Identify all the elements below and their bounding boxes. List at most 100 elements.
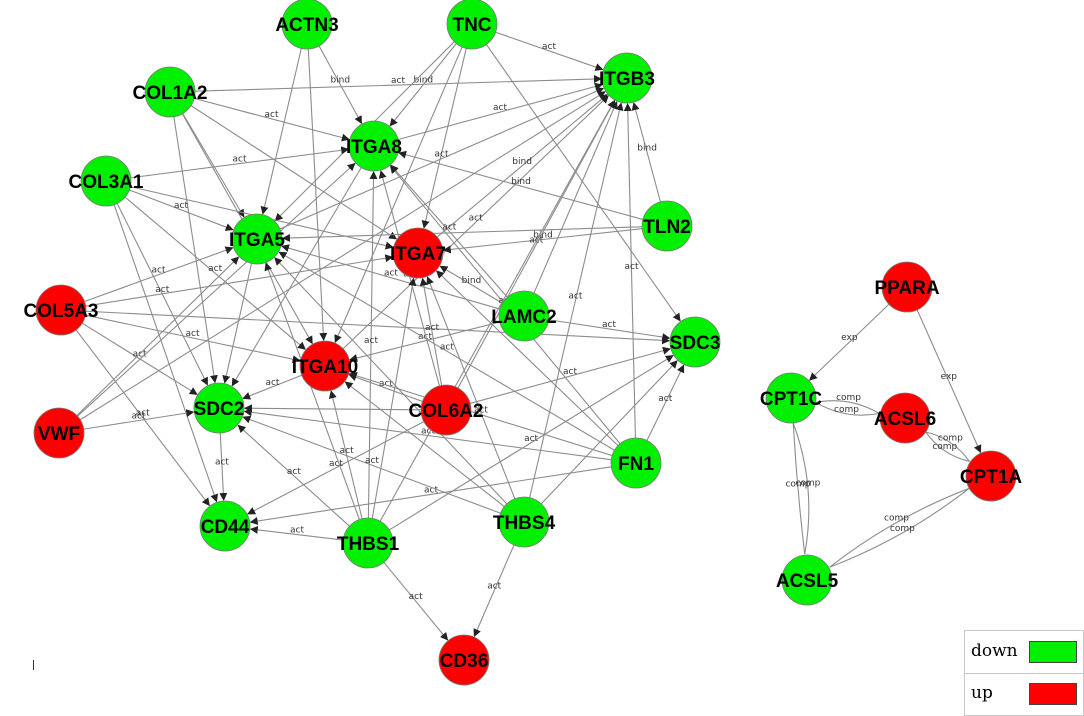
- node-circle: [144, 66, 196, 118]
- edge-col6a2-itgb3: [457, 99, 616, 389]
- edge-label: bind: [512, 157, 532, 167]
- edge-thbs1-itga8: [367, 170, 378, 519]
- node-circle: [498, 496, 550, 548]
- edge-label: act: [474, 406, 488, 416]
- node-label: CD36: [440, 651, 489, 672]
- edge-cpt1c-acsl5: [792, 422, 810, 555]
- node-label: ITGA5: [229, 230, 285, 251]
- edge-thbs1-itga5: [264, 262, 360, 520]
- node-label: VWF: [38, 424, 80, 445]
- edge-vwf-sdc2: [83, 409, 195, 430]
- edge-label: act: [155, 285, 169, 295]
- node-col3a1: COL3A1: [69, 155, 144, 207]
- edge-vwf-itga8: [77, 162, 356, 417]
- edge-col5a3-sdc2: [81, 322, 198, 395]
- node-label: ITGA7: [390, 244, 446, 265]
- edge-lamc2-itga8: [390, 164, 508, 298]
- node-tln2: TLN2: [641, 200, 693, 252]
- node-circle: [881, 261, 933, 313]
- edge-col5a3-cd44: [75, 329, 210, 507]
- node-circle: [80, 155, 132, 207]
- node-circle: [299, 340, 351, 392]
- edge-label: act: [524, 434, 538, 444]
- edge-thbs4-itga5: [274, 257, 508, 505]
- node-ppara: PPARA: [874, 261, 940, 313]
- edge-lamc2-sdc3: [548, 319, 671, 341]
- edge-label: act: [568, 291, 582, 301]
- edge-label: act: [132, 412, 146, 422]
- node-tnc: TNC: [446, 0, 498, 50]
- edge-label: act: [136, 409, 150, 419]
- node-label: TNC: [452, 15, 491, 36]
- edge-cpt1a-acsl5: [829, 487, 970, 568]
- legend-label-up: up: [971, 683, 993, 703]
- edge-thbs1-itga7: [371, 277, 417, 519]
- edge-label: act: [563, 367, 577, 377]
- edge-label: act: [329, 459, 343, 469]
- node-circle: [35, 284, 87, 336]
- edge-label: comp: [785, 480, 810, 490]
- edge-itga8-sdc2: [231, 167, 362, 387]
- edge-actn3-itga10: [307, 48, 328, 342]
- node-acsl5: ACSL5: [776, 554, 839, 606]
- node-acsl6: ACSL6: [874, 392, 936, 444]
- node-col5a3: COL5A3: [24, 284, 98, 336]
- edge-itga10-itgb3: [342, 95, 609, 350]
- edge-tnc-itgb3: [495, 31, 604, 71]
- edge-label: act: [602, 320, 616, 330]
- edge-tnc-sdc3: [485, 44, 681, 322]
- edge-thbs1-sdc3: [389, 355, 674, 531]
- edge-col1a2-itgb3: [194, 75, 603, 92]
- node-circle: [199, 500, 251, 552]
- edge-thbs1-cd44: [249, 525, 344, 541]
- edge-itga10-sdc2: [242, 374, 302, 400]
- node-circle: [420, 384, 472, 436]
- edge-label: act: [233, 155, 247, 165]
- edge-label: act: [391, 76, 405, 86]
- node-circle: [498, 290, 550, 342]
- edge-lamc2-itga5: [281, 244, 501, 310]
- edge-label: act: [174, 201, 188, 211]
- edge-label: bind: [511, 177, 531, 187]
- edge-thbs4-itga10: [344, 381, 505, 508]
- edge-actn3-itga5: [260, 48, 302, 215]
- edge-label: comp: [836, 393, 861, 403]
- edge-tln2-itgb3: [631, 102, 662, 203]
- node-label: SDC2: [194, 399, 245, 420]
- node-label: LAMC2: [491, 307, 556, 328]
- node-label: ITGB3: [599, 69, 655, 90]
- edge-vwf-itga5: [76, 256, 240, 416]
- edge-label: act: [409, 592, 423, 602]
- edge-vwf-itgb3: [79, 91, 606, 421]
- edge-label: comp: [932, 442, 957, 452]
- legend-label-down: down: [971, 641, 1018, 661]
- node-circle: [342, 517, 394, 569]
- edge-col3a1-itga8: [130, 146, 350, 179]
- edge-tln2-itga5: [281, 226, 643, 242]
- node-circle: [33, 407, 85, 459]
- edge-itga5-itgb3: [279, 87, 605, 230]
- edge-label: exp: [841, 333, 858, 343]
- edge-col5a3-itga7: [85, 254, 394, 307]
- edge-label: act: [625, 262, 639, 272]
- node-circle: [669, 316, 721, 368]
- node-circle: [348, 120, 400, 172]
- edge-label: bind: [637, 143, 657, 153]
- edge-col3a1-itga5: [129, 189, 234, 231]
- edge-ppara-cpt1a: [916, 309, 982, 454]
- edge-label: act: [469, 213, 483, 223]
- node-sdc3: SDC3: [669, 316, 721, 368]
- edge-col1a2-itga8: [194, 97, 350, 142]
- node-itgb3: ITGB3: [599, 52, 655, 104]
- edge-thbs4-sdc2: [242, 415, 501, 514]
- node-col6a2: COL6A2: [409, 384, 483, 436]
- node-lamc2: LAMC2: [491, 290, 557, 342]
- legend-row-down: down: [965, 631, 1083, 674]
- node-label: COL1A2: [133, 83, 208, 104]
- edge-acsl6-cpt1a: [925, 431, 970, 462]
- node-label: ITGA8: [346, 137, 402, 158]
- edge-label: act: [365, 456, 379, 466]
- edge-thbs4-itgb3: [529, 102, 624, 498]
- edge-actn3-itga8: [318, 45, 362, 125]
